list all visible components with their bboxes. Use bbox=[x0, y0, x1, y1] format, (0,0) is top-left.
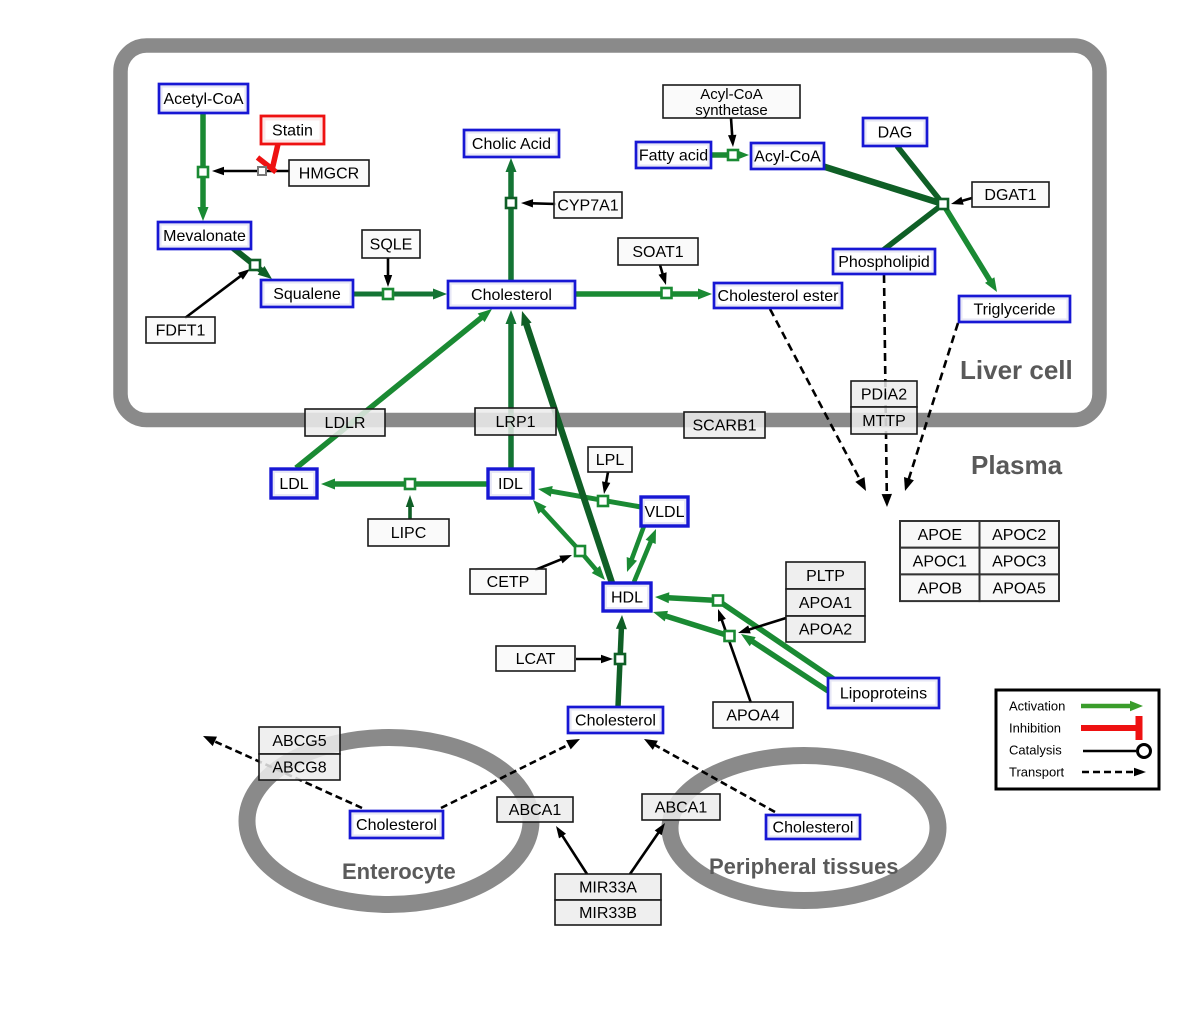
svg-text:ABCA1: ABCA1 bbox=[509, 802, 562, 819]
svg-text:FDFT1: FDFT1 bbox=[156, 323, 206, 340]
svg-text:Cholesterol: Cholesterol bbox=[575, 713, 656, 730]
svg-text:MIR33B: MIR33B bbox=[579, 905, 637, 922]
svg-text:Triglyceride: Triglyceride bbox=[973, 302, 1055, 319]
svg-text:SOAT1: SOAT1 bbox=[632, 244, 683, 261]
svg-text:Acyl-CoA: Acyl-CoA bbox=[754, 149, 821, 166]
svg-text:LRP1: LRP1 bbox=[495, 414, 535, 431]
svg-text:APOA1: APOA1 bbox=[799, 595, 852, 612]
svg-text:Acyl-CoA: Acyl-CoA bbox=[700, 86, 763, 103]
svg-text:Fatty acid: Fatty acid bbox=[639, 148, 708, 165]
svg-text:APOA5: APOA5 bbox=[993, 580, 1046, 597]
svg-text:ABCG5: ABCG5 bbox=[272, 733, 326, 750]
svg-text:Peripheral tissues: Peripheral tissues bbox=[709, 854, 899, 879]
svg-text:Cholic Acid: Cholic Acid bbox=[472, 136, 551, 153]
svg-text:DAG: DAG bbox=[878, 125, 913, 142]
svg-text:HDL: HDL bbox=[611, 590, 643, 607]
svg-text:PLTP: PLTP bbox=[806, 568, 845, 585]
svg-text:Lipoproteins: Lipoproteins bbox=[840, 686, 927, 703]
svg-text:PDIA2: PDIA2 bbox=[861, 387, 907, 404]
svg-text:Enterocyte: Enterocyte bbox=[342, 859, 456, 884]
svg-text:Squalene: Squalene bbox=[273, 286, 341, 303]
svg-text:HMGCR: HMGCR bbox=[299, 166, 359, 183]
svg-text:VLDL: VLDL bbox=[644, 504, 684, 521]
svg-text:synthetase: synthetase bbox=[695, 102, 768, 119]
svg-text:MTTP: MTTP bbox=[862, 413, 906, 430]
svg-text:SCARB1: SCARB1 bbox=[692, 418, 756, 435]
svg-text:LPL: LPL bbox=[596, 452, 625, 469]
svg-text:LIPC: LIPC bbox=[391, 525, 427, 542]
svg-text:Cholesterol: Cholesterol bbox=[471, 287, 552, 304]
svg-text:Cholesterol: Cholesterol bbox=[773, 820, 854, 837]
svg-text:ABCA1: ABCA1 bbox=[655, 800, 708, 817]
svg-text:Phospholipid: Phospholipid bbox=[838, 254, 930, 271]
svg-text:CETP: CETP bbox=[487, 574, 530, 591]
svg-text:Cholesterol ester: Cholesterol ester bbox=[718, 288, 840, 305]
svg-text:Acetyl-CoA: Acetyl-CoA bbox=[163, 91, 243, 108]
svg-text:Statin: Statin bbox=[272, 123, 313, 140]
svg-text:Catalysis: Catalysis bbox=[1009, 743, 1062, 758]
svg-text:Plasma: Plasma bbox=[971, 450, 1063, 480]
svg-text:APOC1: APOC1 bbox=[913, 554, 967, 571]
svg-text:LDL: LDL bbox=[279, 476, 308, 493]
svg-text:ABCG8: ABCG8 bbox=[272, 760, 326, 777]
svg-text:Transport: Transport bbox=[1009, 765, 1065, 780]
svg-text:APOC2: APOC2 bbox=[992, 527, 1046, 544]
svg-text:LDLR: LDLR bbox=[325, 415, 366, 432]
svg-text:IDL: IDL bbox=[498, 476, 523, 493]
svg-text:Inhibition: Inhibition bbox=[1009, 721, 1061, 736]
svg-text:Activation: Activation bbox=[1009, 699, 1065, 714]
svg-text:LCAT: LCAT bbox=[516, 651, 556, 668]
svg-text:MIR33A: MIR33A bbox=[579, 880, 637, 897]
svg-text:APOC3: APOC3 bbox=[992, 554, 1046, 571]
svg-text:APOB: APOB bbox=[918, 580, 962, 597]
svg-text:APOA2: APOA2 bbox=[799, 622, 852, 639]
svg-text:SQLE: SQLE bbox=[370, 237, 413, 254]
svg-text:CYP7A1: CYP7A1 bbox=[557, 198, 618, 215]
svg-text:Cholesterol: Cholesterol bbox=[356, 817, 437, 834]
svg-text:Liver cell: Liver cell bbox=[960, 355, 1073, 385]
svg-text:APOA4: APOA4 bbox=[726, 708, 779, 725]
svg-text:Mevalonate: Mevalonate bbox=[163, 228, 246, 245]
svg-text:APOE: APOE bbox=[918, 527, 962, 544]
svg-text:DGAT1: DGAT1 bbox=[984, 187, 1036, 204]
